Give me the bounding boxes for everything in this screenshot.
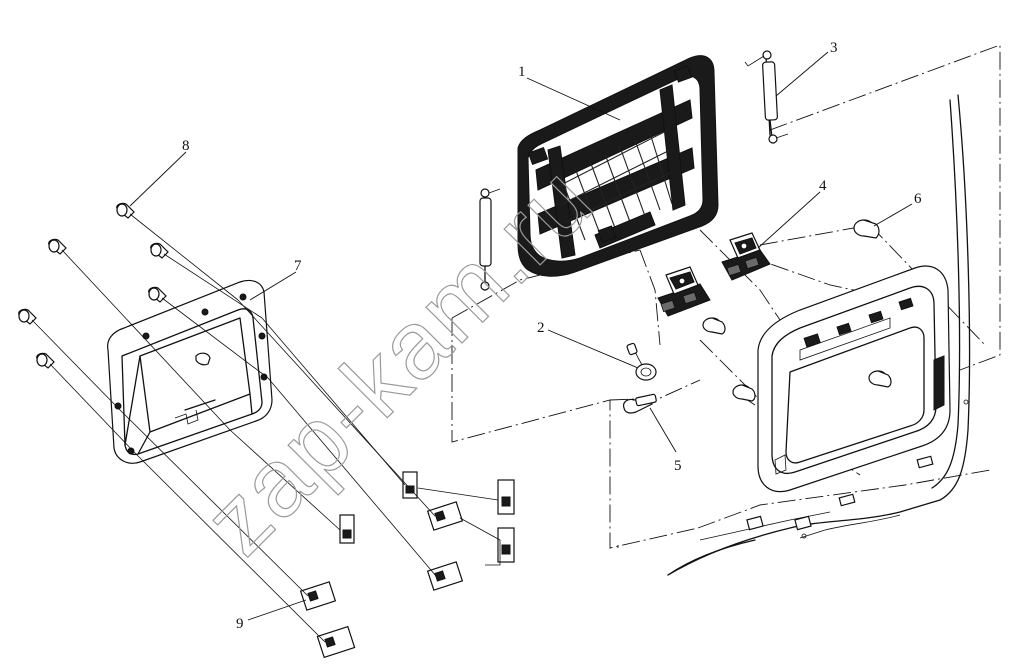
- callout-3: 3: [830, 40, 838, 56]
- callout-leaders: [129, 51, 913, 621]
- part-4-hinge-right: [721, 232, 771, 281]
- part-8-rivets: [18, 202, 269, 453]
- clip-3: [497, 479, 515, 515]
- callout-6: 6: [914, 191, 922, 207]
- part-2-bushing: [626, 342, 657, 381]
- bumper-3: [732, 384, 756, 402]
- part-7-storage-box: [107, 279, 273, 464]
- door-window-hatching: [554, 129, 673, 241]
- bumper-4: [868, 370, 892, 388]
- cab-body-panel: [667, 94, 971, 576]
- bumper-1: [853, 219, 880, 239]
- callout-4: 4: [819, 178, 827, 194]
- clip-5: [426, 501, 464, 531]
- rivet-4: [148, 286, 167, 303]
- rivet-5: [18, 308, 37, 325]
- rivet-1: [116, 202, 135, 219]
- part-3-gas-strut-upper: [744, 50, 789, 144]
- part-4-hinge-left: [657, 266, 711, 317]
- callout-1: 1: [518, 64, 526, 80]
- callout-9: 9: [236, 616, 244, 632]
- assembly-chain-lines: [451, 44, 1001, 549]
- callout-7: 7: [294, 258, 302, 274]
- rivet-2: [48, 238, 67, 255]
- clip-1: [402, 471, 418, 499]
- part-6-rubber-bumpers: [702, 219, 892, 402]
- clip-6: [426, 561, 464, 591]
- part-5-bolt: [623, 393, 657, 414]
- rivet-6: [36, 352, 55, 369]
- part-3-gas-strut-lower: [479, 188, 501, 291]
- bumper-2: [702, 317, 726, 335]
- clip-4: [497, 527, 515, 563]
- clip-7: [299, 581, 337, 611]
- callout-2: 2: [537, 320, 545, 336]
- callout-8: 8: [182, 138, 190, 154]
- part-9-clips: [119, 299, 515, 659]
- callout-labels: 1 2 3 4 5 6 7 8 9: [182, 40, 922, 632]
- callout-5: 5: [674, 458, 682, 474]
- clip-8: [316, 625, 356, 659]
- rivet-3: [150, 242, 169, 259]
- clip-2: [339, 514, 355, 544]
- door-frame-opening: [757, 265, 951, 493]
- part-1-hatch-door: [517, 55, 719, 277]
